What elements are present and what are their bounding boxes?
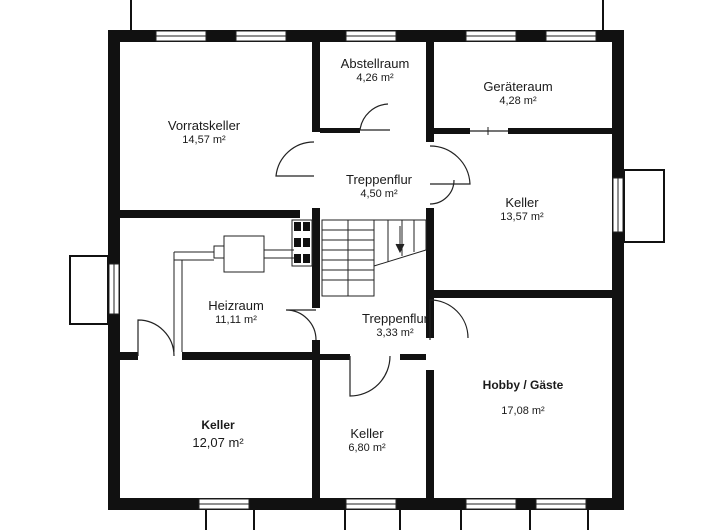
door-treppenflur-unten xyxy=(429,299,469,340)
room-area: 4,50 m² xyxy=(360,188,398,201)
interior-walls xyxy=(120,42,612,498)
room-area: 13,57 m² xyxy=(500,211,544,224)
door-keller-mitte xyxy=(349,355,391,397)
light-well-right xyxy=(623,169,665,243)
room-abstellraum: Abstellraum 4,26 m² xyxy=(341,56,410,86)
room-name: Treppenflur xyxy=(362,311,428,326)
room-keller-mitte: Keller 6,80 m² xyxy=(348,426,385,456)
room-area: 4,26 m² xyxy=(356,72,394,85)
room-hobby-gaeste: Hobby / Gäste 17,08 m² xyxy=(483,378,564,419)
room-treppenflur-oben: Treppenflur 4,50 m² xyxy=(346,172,412,202)
doors xyxy=(137,103,508,397)
room-treppenflur-unten: Treppenflur 3,33 m² xyxy=(362,311,428,341)
room-name: Treppenflur xyxy=(346,172,412,187)
room-vorratskeller: Vorratskeller 14,57 m² xyxy=(168,118,240,148)
light-wells xyxy=(69,169,665,325)
room-area: 6,80 m² xyxy=(348,442,386,455)
room-name: Abstellraum xyxy=(340,56,410,71)
room-area: 4,28 m² xyxy=(499,95,537,108)
door-vorratskeller xyxy=(275,141,315,177)
door-heizraum-left xyxy=(137,319,175,357)
room-name: Keller xyxy=(505,195,539,210)
light-well-left xyxy=(69,255,109,325)
room-keller-rechts: Keller 13,57 m² xyxy=(500,195,543,225)
room-keller-links: Keller 12,07 m² xyxy=(192,418,243,451)
room-name: Heizraum xyxy=(208,298,264,313)
room-area: 12,07 m² xyxy=(192,435,244,450)
room-name: Keller xyxy=(350,426,384,441)
room-heizraum: Heizraum 11,11 m² xyxy=(208,298,264,328)
room-area: 11,11 m² xyxy=(215,314,257,327)
door-keller-rechts xyxy=(429,145,471,185)
room-area: 17,08 m² xyxy=(501,405,545,417)
door-keller-rechts-arc xyxy=(429,179,455,205)
room-area: 14,57 m² xyxy=(182,134,226,147)
staircase xyxy=(321,219,427,297)
door-abstellraum xyxy=(359,103,390,131)
room-area: 3,33 m² xyxy=(376,327,414,340)
room-name: Hobby / Gäste xyxy=(482,378,564,392)
boiler xyxy=(223,235,265,273)
chimney-ducts xyxy=(294,222,310,263)
exterior-stubs xyxy=(130,0,604,530)
door-heizraum xyxy=(285,309,317,341)
room-geraeteraum: Geräteraum 4,28 m² xyxy=(483,79,552,109)
room-name: Keller xyxy=(201,418,235,432)
room-name: Geräteraum xyxy=(483,79,553,94)
heating-system xyxy=(173,219,313,352)
room-name: Vorratskeller xyxy=(167,118,241,133)
